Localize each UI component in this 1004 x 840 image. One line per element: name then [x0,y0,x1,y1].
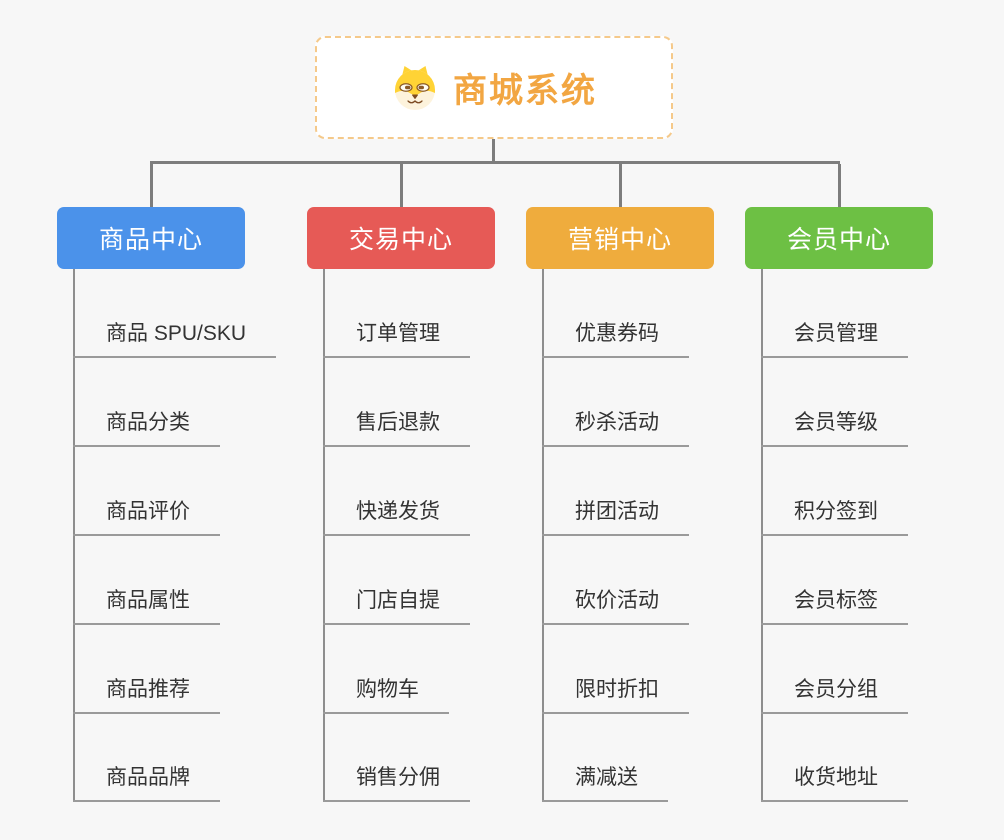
branch-drop-connector [149,164,153,207]
branch-header-1[interactable]: 商品中心 [57,207,245,269]
root-trunk-connector [492,139,495,161]
leaf-node[interactable]: 订单管理 [323,320,470,358]
branch-header-2[interactable]: 交易中心 [307,207,495,269]
leaf-node[interactable]: 拼团活动 [542,498,689,536]
leaf-node[interactable]: 会员标签 [761,587,908,625]
leaf-node[interactable]: 商品 SPU/SKU [73,320,277,358]
leaf-node[interactable]: 商品评价 [73,498,220,536]
leaf-node[interactable]: 商品属性 [73,587,220,625]
leaf-node[interactable]: 商品品牌 [73,764,220,802]
leaf-node[interactable]: 快递发货 [323,498,470,536]
branch-drop-connector [837,164,841,207]
branch-header-3[interactable]: 营销中心 [526,207,714,269]
branch-drop-connector [399,164,403,207]
leaf-node[interactable]: 会员管理 [761,320,908,358]
root-title: 商城系统 [453,72,597,110]
leaf-node[interactable]: 限时折扣 [542,676,689,714]
leaf-node[interactable]: 商品分类 [73,409,220,447]
leaf-node[interactable]: 满减送 [542,764,668,802]
leaf-node[interactable]: 砍价活动 [542,587,689,625]
leaf-node[interactable]: 购物车 [323,676,449,714]
leaf-node[interactable]: 秒杀活动 [542,409,689,447]
branch-horizontal-connector [150,161,840,164]
branch-header-4[interactable]: 会员中心 [745,207,933,269]
leaf-node[interactable]: 商品推荐 [73,676,220,714]
root-node[interactable]: 商城系统 [315,36,673,139]
leaf-node[interactable]: 优惠券码 [542,320,689,358]
leaf-node[interactable]: 会员等级 [761,409,908,447]
leaf-node[interactable]: 销售分佣 [323,764,470,802]
leaf-node[interactable]: 会员分组 [761,676,908,714]
leaf-node[interactable]: 收货地址 [761,764,908,802]
branch-drop-connector [618,164,622,207]
shiba-dog-icon [395,65,435,110]
leaf-node[interactable]: 售后退款 [323,409,470,447]
leaf-node[interactable]: 积分签到 [761,498,908,536]
leaf-node[interactable]: 门店自提 [323,587,470,625]
